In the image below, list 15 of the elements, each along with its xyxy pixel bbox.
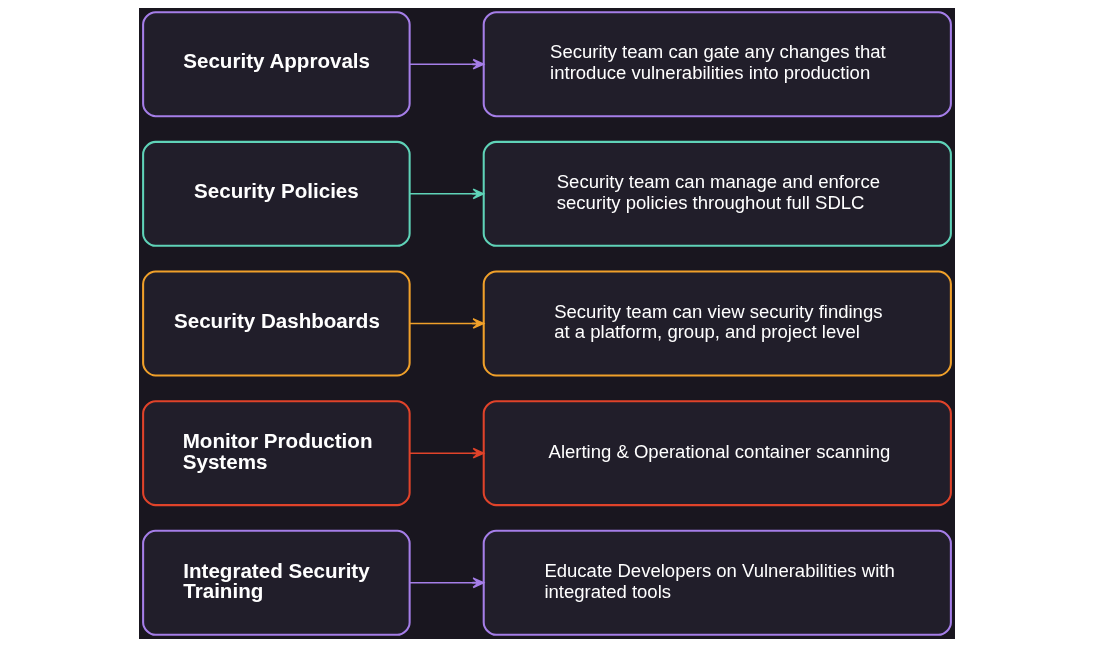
node-box: Alerting & Operational container scanning bbox=[482, 400, 952, 507]
node-box: Security Policies bbox=[141, 140, 411, 247]
node-box: Security Dashboards bbox=[141, 270, 411, 377]
node-box: Security team can manage and enforce security policies throughout full SDLC bbox=[482, 140, 952, 247]
node-box: Monitor Production Systems bbox=[141, 400, 411, 507]
node-box: Security team can view security findings at a platform, group, and project level bbox=[482, 270, 952, 377]
node-box: Security Approvals bbox=[141, 11, 411, 118]
arrow bbox=[408, 318, 484, 329]
arrow bbox=[408, 447, 484, 459]
arrow bbox=[408, 577, 484, 589]
node-box: Integrated Security Training bbox=[141, 529, 411, 636]
arrow bbox=[408, 188, 484, 200]
node-box: Security team can gate any changes that introduce vulnerabilities into production bbox=[482, 11, 952, 118]
node-box: Educate Developers on Vulnerabilities with integrated tools bbox=[482, 529, 952, 636]
arrow bbox=[408, 58, 484, 70]
